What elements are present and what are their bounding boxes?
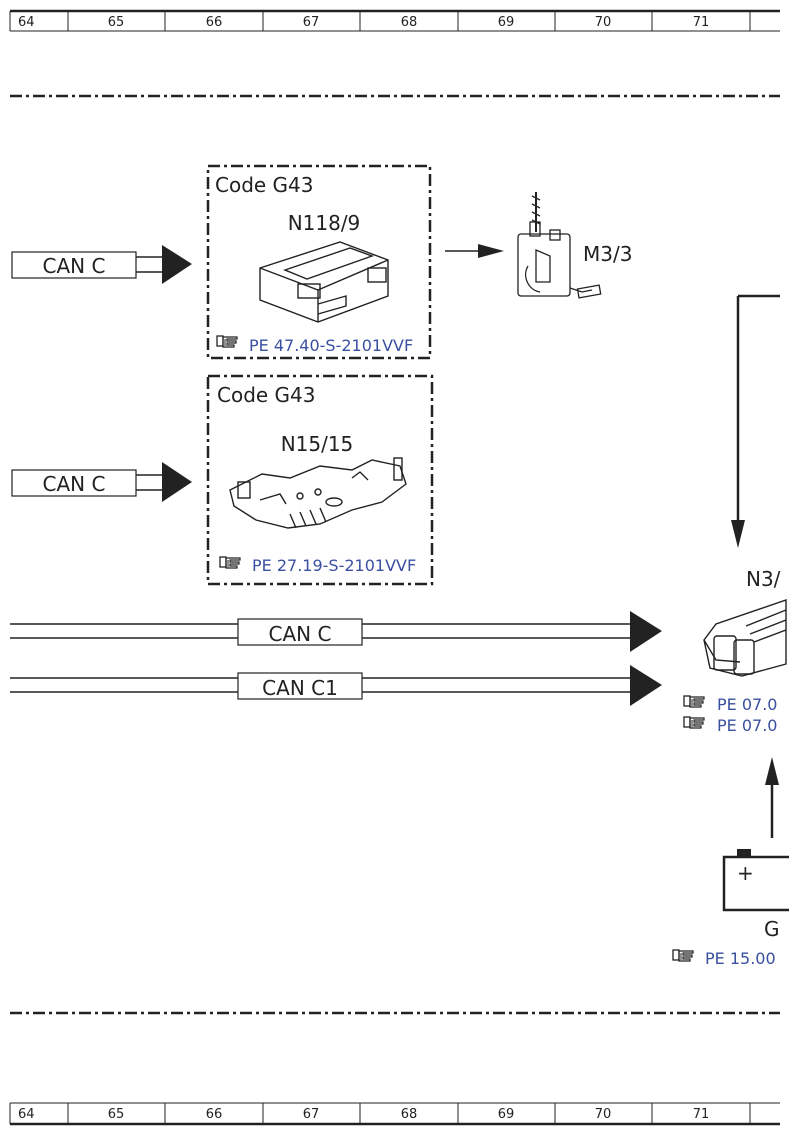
can-c1-main-bus[interactable]: CAN C1 (10, 665, 662, 706)
ruler-label: 70 (595, 15, 612, 30)
valve-body-illustration (229, 457, 407, 529)
bus-label: CAN C1 (262, 676, 338, 700)
hand-pointer-icon (683, 716, 705, 729)
bus-label: CAN C (43, 472, 106, 496)
ruler-label: 71 (693, 1107, 710, 1122)
reference-link[interactable]: PE 15.00 (705, 949, 776, 968)
can-c-input-2[interactable]: CAN C (11, 462, 192, 502)
ruler-label: 66 (206, 1107, 223, 1122)
signal-arrow (445, 244, 504, 258)
can-c-input-1[interactable]: CAN C (11, 245, 192, 284)
module-n118-9[interactable]: Code G43 N118/9 PE 47.40-S-2101VVF (206, 164, 432, 360)
hand-pointer-icon (672, 949, 694, 962)
ruler-label: 64 (18, 15, 35, 30)
module-n15-15[interactable]: Code G43 N15/15 PE 27.19-S-2101VVF (206, 374, 434, 586)
bus-label: CAN C (269, 622, 332, 646)
reference-link[interactable]: PE 07.0 (717, 695, 777, 714)
hand-pointer-icon (683, 695, 705, 708)
ruler-label: 71 (693, 15, 710, 30)
component-n3[interactable]: N3/ PE 07.0 PE 07.0 (683, 567, 787, 735)
component-label: N118/9 (288, 211, 361, 235)
reference-link[interactable]: PE 47.40-S-2101VVF (249, 336, 413, 355)
component-label: M3/3 (583, 242, 632, 266)
engine-control-unit-illustration (703, 599, 787, 677)
hand-pointer-icon (219, 556, 241, 569)
control-unit-illustration (259, 241, 389, 323)
ruler-label: 67 (303, 15, 320, 30)
component-m3-3[interactable]: M3/3 (517, 192, 632, 299)
ruler-label: 65 (108, 15, 125, 30)
code-label: Code G43 (215, 173, 314, 197)
plus-sign: + (737, 861, 754, 885)
ruler-label: 68 (401, 15, 418, 30)
ruler-label: 69 (498, 1107, 515, 1122)
component-label: N15/15 (281, 432, 354, 456)
fuel-pump-illustration (517, 192, 602, 299)
component-battery[interactable]: + G PE 15.00 (672, 757, 789, 968)
can-c-main-bus[interactable]: CAN C (10, 611, 662, 652)
top-ruler: 64 65 66 67 68 69 70 71 (9, 9, 780, 32)
reference-link[interactable]: PE 27.19-S-2101VVF (252, 556, 416, 575)
hand-pointer-icon (216, 335, 238, 348)
supply-line (731, 294, 780, 548)
ruler-label: 67 (303, 1107, 320, 1122)
code-label: Code G43 (217, 383, 316, 407)
ruler-label: 69 (498, 15, 515, 30)
component-label: N3/ (746, 567, 781, 591)
reference-link[interactable]: PE 07.0 (717, 716, 777, 735)
ruler-label: 65 (108, 1107, 125, 1122)
ruler-label: 64 (18, 1107, 35, 1122)
component-label: G (764, 917, 780, 941)
ruler-label: 66 (206, 15, 223, 30)
bottom-ruler: 64 65 66 67 68 69 70 71 (9, 1102, 780, 1126)
bus-label: CAN C (43, 254, 106, 278)
ruler-label: 68 (401, 1107, 418, 1122)
ruler-label: 70 (595, 1107, 612, 1122)
